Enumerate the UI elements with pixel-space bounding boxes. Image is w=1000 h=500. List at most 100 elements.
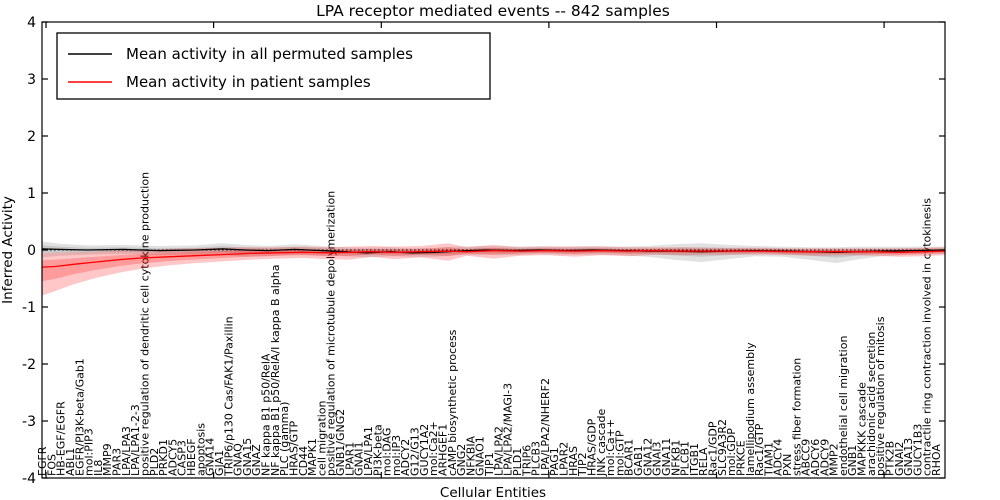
x-axis-label: Cellular Entities bbox=[440, 485, 546, 500]
y-tick-label: 1 bbox=[27, 186, 36, 202]
x-category-label: ADCY6 bbox=[809, 439, 822, 476]
y-tick-label: 2 bbox=[27, 129, 36, 145]
mean-line bbox=[41, 249, 946, 268]
x-category-label: cAMP biosynthetic process bbox=[446, 329, 459, 476]
x-category-label: GNA13 bbox=[902, 438, 915, 476]
x-category-label: LPA/LPA1 bbox=[362, 426, 375, 476]
x-category-label: RHOA bbox=[930, 444, 943, 476]
confidence-band-inner bbox=[42, 245, 945, 258]
x-category-label: PI3K-beta bbox=[371, 424, 384, 476]
x-category-label: ADCY2 bbox=[399, 439, 412, 476]
x-category-label: mol:GDP bbox=[725, 428, 738, 476]
x-category-label: mol:Ca++ bbox=[604, 419, 617, 476]
x-category-label: mol:DAG bbox=[381, 428, 394, 476]
x-category-label: mol:IP3 bbox=[390, 435, 403, 476]
x-category-label: ABCC9 bbox=[800, 439, 813, 476]
x-category-label: PLCB1 bbox=[679, 441, 692, 476]
x-category-label: ADCY9 bbox=[818, 439, 831, 476]
x-category-label: mol:Ca2+ bbox=[427, 421, 440, 476]
x-category-label: LPA/LPA2 bbox=[492, 426, 505, 476]
x-category-label: LPAR2 bbox=[558, 442, 571, 476]
x-category-label: mol:GTP bbox=[613, 430, 626, 476]
x-category-label: LPA/LPA2/MAGI-3 bbox=[502, 383, 515, 476]
y-tick-label: 3 bbox=[27, 72, 36, 88]
x-category-label: stress fiber formation bbox=[790, 358, 803, 476]
confidence-band-outer bbox=[42, 241, 945, 264]
x-category-label: CD44 bbox=[297, 446, 310, 476]
x-category-label: positive regulation of mitosis bbox=[874, 316, 887, 476]
y-tick-label: 0 bbox=[27, 243, 36, 259]
x-category-label: HRAS/GDP bbox=[585, 418, 598, 476]
x-category-label: MMP9 bbox=[101, 443, 114, 476]
x-category-label: GNA14 bbox=[204, 438, 217, 476]
y-tick-label: 4 bbox=[27, 15, 36, 31]
x-category-label: HBEGF bbox=[185, 438, 198, 476]
x-category-label: ADCY5 bbox=[166, 439, 179, 476]
x-category-label: NF kappa B1 p50/RelA bbox=[260, 353, 273, 476]
x-category-label: lamellipodium assembly bbox=[744, 342, 757, 476]
x-category-label: endothelial cell migration bbox=[837, 336, 850, 476]
x-category-label: HRAS/GTP bbox=[287, 420, 300, 476]
legend-label-patient: Mean activity in patient samples bbox=[126, 73, 371, 91]
x-category-label: GAB1 bbox=[632, 445, 645, 476]
x-category-label: TJP1 bbox=[483, 452, 496, 477]
x-category-label: GNAZ bbox=[250, 444, 263, 476]
x-category-label: JNK cascade bbox=[595, 409, 608, 477]
x-category-label: LPA/LPA3 bbox=[120, 426, 133, 476]
x-category-label: TIAM1 bbox=[762, 442, 775, 477]
x-category-label: TJP2 bbox=[576, 452, 589, 477]
x-category-label: PXN bbox=[781, 454, 794, 476]
x-category-label: TRIP6 bbox=[520, 445, 533, 477]
x-category-label: GNAI2 bbox=[893, 441, 906, 476]
x-category-label: GJA1 bbox=[213, 450, 226, 476]
x-category-label: mol:PIP3 bbox=[83, 428, 96, 476]
x-category-label: PAR3 bbox=[111, 448, 124, 476]
x-category-label: FOS bbox=[45, 454, 58, 476]
x-category-label: GNB1/GNG2 bbox=[334, 409, 347, 476]
x-category-label: NFKB1 bbox=[669, 440, 682, 476]
legend-box bbox=[56, 32, 491, 100]
x-category-label: GNAO1 bbox=[474, 436, 487, 476]
x-category-label: IL8 bbox=[92, 460, 105, 476]
x-category-label: Rac1/GDP bbox=[707, 421, 720, 476]
confidence-band-outer bbox=[42, 243, 945, 296]
x-category-label: GNA12 bbox=[641, 438, 654, 476]
x-category-label: GNAI1 bbox=[353, 441, 366, 476]
y-tick-label: -4 bbox=[22, 471, 36, 487]
x-category-label: CASP3 bbox=[176, 440, 189, 476]
x-category-label: cell migration bbox=[315, 400, 328, 476]
y-tick-label: -3 bbox=[22, 414, 36, 430]
x-category-label: positive regulation of microtubule depol… bbox=[325, 191, 338, 476]
chart-layer: EGFRFOSHB-EGF/EGFRABL1EGFR/PI3K-beta/Gab… bbox=[22, 15, 946, 487]
x-category-label: Rac1/GTP bbox=[753, 423, 766, 476]
x-category-label: GNG2 bbox=[455, 444, 468, 476]
x-category-label: positive regulation of dendritic cell cy… bbox=[138, 172, 151, 476]
x-category-label: ARHGEF1 bbox=[436, 424, 449, 476]
x-category-label: contractile ring contraction involved in… bbox=[921, 198, 934, 476]
legend: Mean activity in all permuted samples Me… bbox=[56, 32, 491, 100]
y-tick-label: -2 bbox=[22, 357, 36, 373]
x-category-label: GNB1 bbox=[846, 445, 859, 476]
x-category-label: NF kappa B1 p50/RelA/I kappa B alpha bbox=[269, 265, 282, 477]
x-category-label: LPA/LPA1-2-3 bbox=[129, 404, 142, 476]
x-category-label: arachidonic acid secretion bbox=[865, 332, 878, 476]
x-category-label: GNA15 bbox=[241, 438, 254, 476]
y-tick-label: -1 bbox=[22, 300, 36, 316]
x-category-label: TRIP6/p130 Cas/FAK1/Paxillin bbox=[222, 316, 235, 477]
confidence-band-inner bbox=[42, 247, 945, 282]
x-category-label: HB-EGF/EGFR bbox=[55, 401, 68, 476]
x-category-label: PAG1 bbox=[548, 447, 561, 476]
x-category-label: apoptosis bbox=[194, 423, 207, 476]
x-category-label: MAPKKK cascade bbox=[856, 382, 869, 476]
x-category-label: PLCB3 bbox=[530, 441, 543, 476]
chart-title: LPA receptor mediated events -- 842 samp… bbox=[316, 2, 670, 20]
x-category-label: RELA bbox=[697, 447, 710, 476]
x-category-label: PLC (gamma) bbox=[278, 402, 291, 476]
x-category-label: GNAI3 bbox=[651, 441, 664, 476]
x-category-label: BCAR1 bbox=[623, 439, 636, 476]
x-category-label: HRAS bbox=[567, 446, 580, 476]
x-category-label: GUCY1A2 bbox=[418, 424, 431, 476]
x-category-label: MAPK1 bbox=[306, 438, 319, 476]
